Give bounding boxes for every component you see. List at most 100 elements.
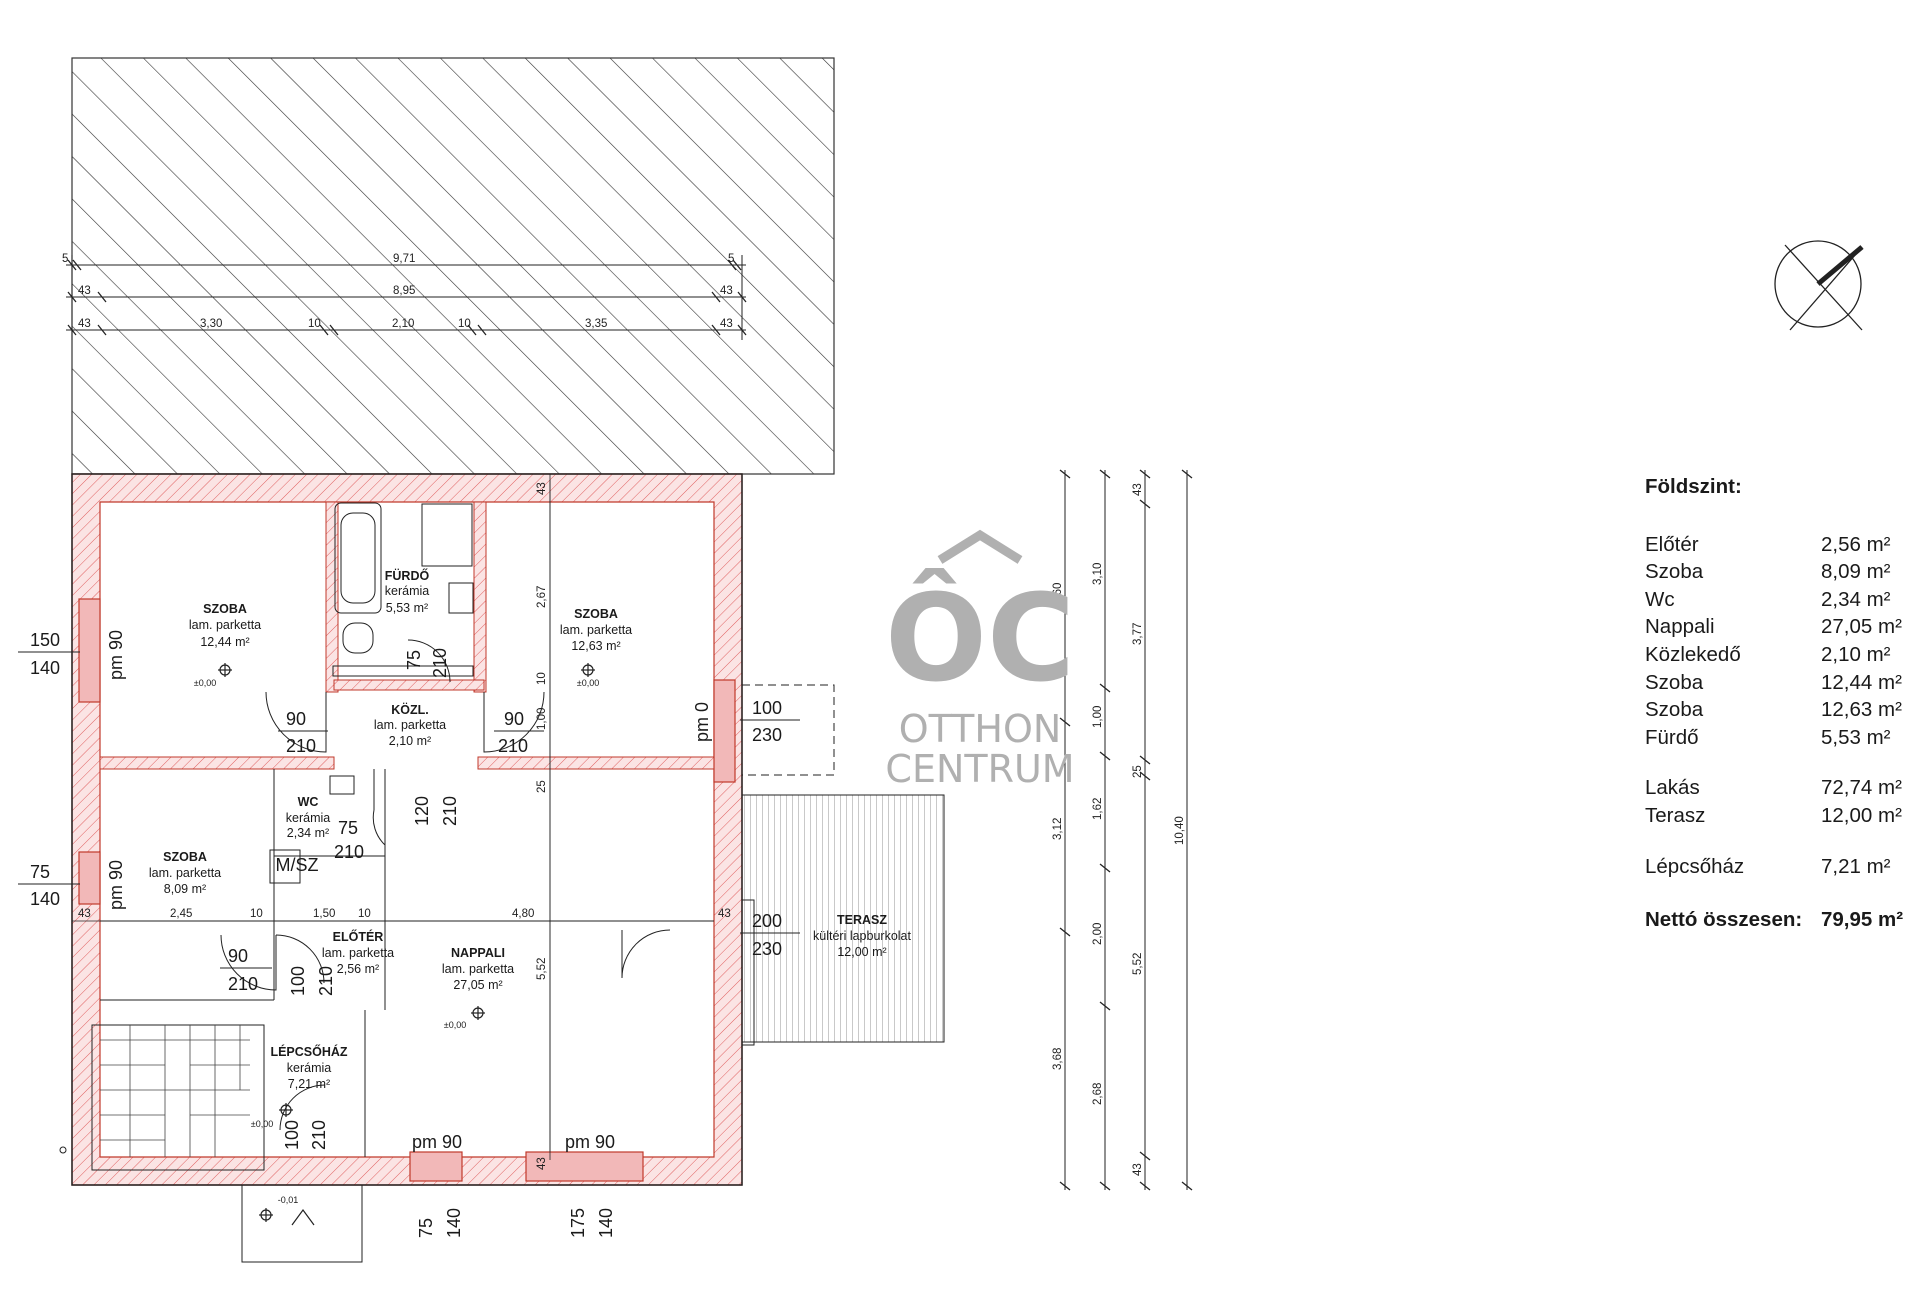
- level-marker-icon: [259, 1208, 273, 1222]
- svg-text:75: 75: [404, 650, 424, 670]
- svg-text:kerámia: kerámia: [286, 811, 331, 825]
- svg-text:210: 210: [334, 842, 364, 862]
- dim-text: 10: [458, 318, 471, 330]
- window-west-top: [78, 598, 101, 703]
- legend-value: 27,05 m²: [1821, 615, 1902, 639]
- svg-text:230: 230: [752, 725, 782, 745]
- level-marker-icon: [279, 1103, 293, 1117]
- dim-text: 1,00: [536, 708, 548, 730]
- svg-text:lam. parketta: lam. parketta: [442, 962, 514, 976]
- top-dimensions: [66, 255, 747, 340]
- dim-text: 3,10: [1092, 563, 1104, 585]
- dim-text: 25: [536, 780, 548, 793]
- svg-text:210: 210: [316, 966, 336, 996]
- svg-text:90: 90: [228, 946, 248, 966]
- dim-text: 2,10: [392, 318, 414, 330]
- legend-value: 2,10 m²: [1821, 642, 1891, 666]
- dim-text: 43: [536, 482, 548, 495]
- svg-text:12,44 m²: 12,44 m²: [200, 635, 249, 649]
- dim-text: 43: [1132, 1163, 1144, 1176]
- legend-label: Szoba: [1645, 560, 1704, 584]
- dim-text: 43: [78, 908, 91, 920]
- svg-text:210: 210: [498, 736, 528, 756]
- svg-text:75: 75: [416, 1218, 436, 1238]
- svg-text:KÖZL.: KÖZL.: [391, 702, 429, 717]
- dim-text: 10: [536, 672, 548, 685]
- svg-text:140: 140: [596, 1208, 616, 1238]
- legend-label: Fürdő: [1645, 725, 1699, 749]
- legend-label: Előtér: [1645, 532, 1699, 556]
- svg-text:FÜRDŐ: FÜRDŐ: [385, 568, 430, 583]
- inner-dim-labels: 43 2,67 10 1,00 25 5,52 43 43 2,45 10 1,…: [78, 482, 731, 1170]
- svg-text:lam. parketta: lam. parketta: [560, 623, 632, 637]
- window-south-1: [409, 1151, 463, 1182]
- legend-value: 72,74 m²: [1821, 776, 1902, 800]
- dim-text: 43: [718, 908, 731, 920]
- svg-text:±0,00: ±0,00: [444, 1020, 466, 1030]
- legend-value: 2,56 m²: [1821, 532, 1891, 556]
- svg-text:27,05 m²: 27,05 m²: [453, 978, 502, 992]
- logo-line1: OTTHON: [899, 707, 1062, 751]
- legend-value: 7,21 m²: [1821, 854, 1891, 878]
- svg-text:lam. parketta: lam. parketta: [189, 618, 261, 632]
- svg-text:lam. parketta: lam. parketta: [322, 946, 394, 960]
- opening-labels: 150 140 pm 90 75 140 pm 90 100 230 pm 0 …: [18, 630, 800, 1238]
- dim-text: 43: [536, 1157, 548, 1170]
- walls: [71, 473, 743, 1263]
- inner-dim-lines: [72, 480, 714, 1160]
- legend-label: Lakás: [1645, 776, 1700, 800]
- legend-value: 5,53 m²: [1821, 725, 1891, 749]
- svg-text:8,09 m²: 8,09 m²: [164, 882, 206, 896]
- dim-text: 5,52: [536, 958, 548, 980]
- svg-text:kerámia: kerámia: [287, 1061, 332, 1075]
- svg-text:LÉPCSŐHÁZ: LÉPCSŐHÁZ: [270, 1044, 347, 1059]
- svg-text:SZOBA: SZOBA: [163, 850, 207, 864]
- watermark-logo: ÔC OTTHON CENTRUM: [885, 529, 1075, 791]
- dim-text: 10: [250, 908, 263, 920]
- dim-text: 3,30: [200, 318, 222, 330]
- svg-text:100: 100: [282, 1120, 302, 1150]
- dim-text: 10: [358, 908, 371, 920]
- svg-text:140: 140: [30, 658, 60, 678]
- svg-text:210: 210: [286, 736, 316, 756]
- legend-value: 2,34 m²: [1821, 587, 1891, 611]
- svg-text:WC: WC: [298, 795, 319, 809]
- dim-text: 43: [720, 285, 733, 297]
- svg-text:±0,00: ±0,00: [194, 678, 216, 688]
- svg-text:lam. parketta: lam. parketta: [149, 866, 221, 880]
- dim-text: 2,68: [1092, 1083, 1104, 1105]
- room-furdo: FÜRDŐ kerámia 5,53 m²: [385, 568, 430, 615]
- dim-text: 1,50: [313, 908, 335, 920]
- level-marker-icon: [581, 663, 595, 677]
- svg-text:NAPPALI: NAPPALI: [451, 946, 505, 960]
- svg-text:210: 210: [309, 1120, 329, 1150]
- svg-text:lam. parketta: lam. parketta: [374, 718, 446, 732]
- svg-text:210: 210: [430, 648, 450, 678]
- svg-text:75: 75: [338, 818, 358, 838]
- svg-text:SZOBA: SZOBA: [203, 602, 247, 616]
- side-dim-labels: 3,60 3,12 3,68 3,10 1,00 1,62 2,00 2,68 …: [1052, 483, 1186, 1176]
- dim-text: 3,68: [1052, 1048, 1064, 1070]
- svg-text:2,34 m²: 2,34 m²: [287, 826, 329, 840]
- svg-text:2,56 m²: 2,56 m²: [337, 962, 379, 976]
- svg-text:90: 90: [286, 709, 306, 729]
- dim-text: 5: [728, 253, 734, 265]
- dim-text: 43: [1132, 483, 1144, 496]
- svg-text:pm 90: pm 90: [106, 860, 126, 910]
- legend-title: Földszint:: [1645, 475, 1742, 498]
- dim-text: 5: [62, 253, 68, 265]
- dim-text: 9,71: [393, 253, 415, 265]
- svg-text:M/SZ: M/SZ: [276, 855, 319, 875]
- svg-text:pm 0: pm 0: [692, 702, 712, 742]
- svg-text:7,21 m²: 7,21 m²: [288, 1077, 330, 1091]
- legend-value: 12,63 m²: [1821, 698, 1902, 722]
- entry-level: -0,01: [278, 1195, 299, 1205]
- dim-text: 2,45: [170, 908, 192, 920]
- dim-text: 43: [78, 285, 91, 297]
- room-szoba-w: SZOBA lam. parketta 8,09 m²: [149, 850, 221, 896]
